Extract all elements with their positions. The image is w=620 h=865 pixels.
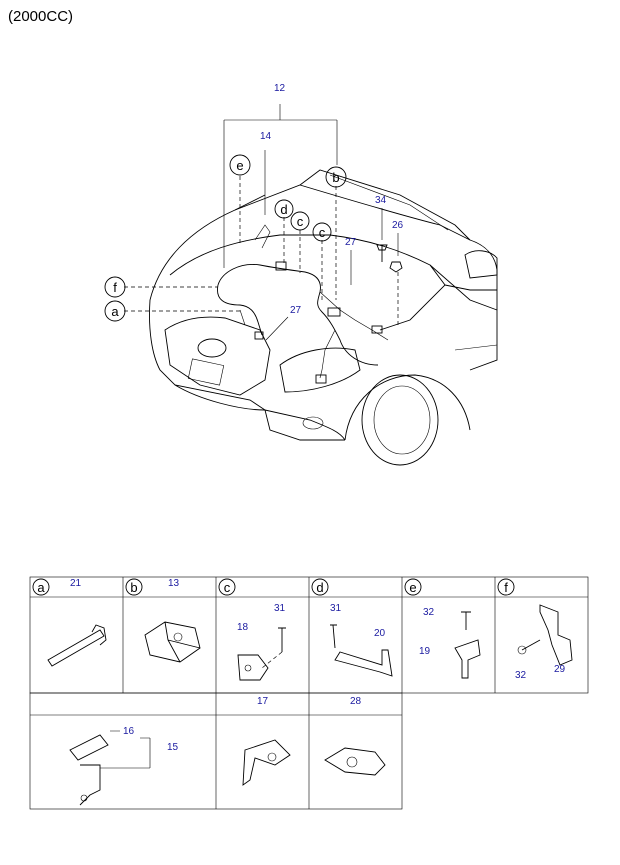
table-part-16: 16 [123,726,135,737]
callout-c-1: c [297,214,304,229]
callout-12: 12 [274,83,286,94]
table-e-32: 32 [423,607,435,618]
table-c-31: 31 [274,603,286,614]
callout-circle-d [274,199,294,219]
callout-labels: 12 14 34 26 27 27 e b d c c f a [104,83,404,322]
table-d-20: 20 [374,628,386,639]
table-letter-c: c [224,580,231,595]
callout-circle-a [104,300,126,322]
table-letter-d: d [316,580,323,595]
table-part-21: 21 [70,578,82,589]
callout-e: e [236,158,243,173]
table-part-13: 13 [168,578,180,589]
callout-b: b [332,170,339,185]
callout-circle-c-2 [312,222,332,242]
callout-a: a [111,304,119,319]
table-letter-e: e [409,580,416,595]
table-e-19: 19 [419,646,431,657]
callout-f: f [113,280,117,295]
table-c-18: 18 [237,622,249,633]
table-letter-a: a [37,580,45,595]
callout-14: 14 [260,131,272,142]
detail-table: a 21 b 13 c d e f 31 18 31 20 32 19 [29,576,589,810]
table-letter-f: f [504,580,508,595]
callout-circle-f [104,276,126,298]
table-letter-b: b [130,580,137,595]
table-part-15: 15 [167,742,179,753]
callout-26: 26 [392,220,404,231]
table-f-32: 32 [515,670,527,681]
callout-circle-c-1 [290,211,310,231]
callout-d: d [280,202,287,217]
callout-leaders [124,104,399,341]
callout-27-lower: 27 [290,305,302,316]
engine-variant-title: (2000CC) [8,8,74,25]
callout-c-2: c [319,225,326,240]
vehicle-illustration [149,169,498,466]
table-f-29: 29 [554,664,566,675]
callout-circle-e [229,154,251,176]
table-d-31: 31 [330,603,342,614]
callout-34: 34 [375,195,387,206]
callout-circle-b [325,166,347,188]
table-part-17: 17 [257,696,269,707]
table-part-28: 28 [350,696,362,707]
callout-27-upper: 27 [345,237,357,248]
